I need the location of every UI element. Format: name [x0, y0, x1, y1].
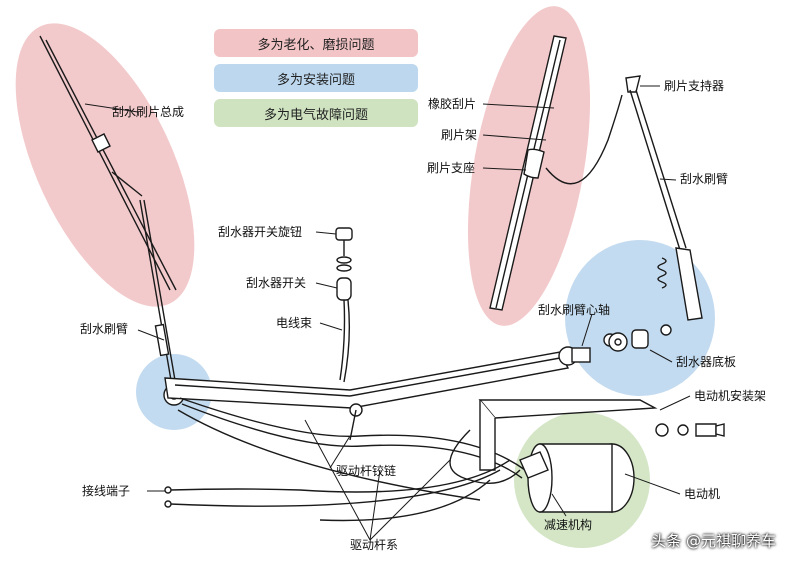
legend-aging-issues: 多为老化、磨损问题: [214, 29, 418, 57]
label-wiper-switch: 刮水器开关: [246, 276, 307, 290]
label-wiper-blade-assembly: 刮水刷片总成: [112, 105, 185, 119]
watermark: 头条 @元祺聊养车: [651, 532, 776, 550]
label-blade-seat: 刷片支座: [427, 161, 476, 175]
diagram-lines: [39, 35, 725, 522]
label-motor: 电动机: [684, 487, 721, 501]
label-switch-knob: 刮水器开关旋钮: [218, 225, 303, 239]
label-blade-holder: 刷片支持器: [664, 79, 725, 93]
label-motor-bracket: 电动机安装架: [694, 389, 767, 403]
leader-lines: [84, 85, 691, 541]
label-wiper-arm-left: 刮水刷臂: [80, 322, 129, 336]
label-wiper-arm-right: 刮水刷臂: [680, 172, 729, 186]
label-terminal: 接线端子: [82, 484, 131, 498]
label-arm-shaft: 刮水刷臂心轴: [538, 303, 611, 317]
legend-install-issues: 多为安装问题: [214, 64, 418, 92]
label-harness: 电线束: [276, 316, 313, 330]
label-base-plate: 刮水器底板: [676, 355, 737, 369]
aging-zone-left: [15, 23, 195, 307]
label-reducer: 减速机构: [544, 518, 593, 532]
label-rubber-blade: 橡胶刮片: [428, 97, 477, 111]
install-zone-right-shaft: [565, 240, 715, 396]
label-linkage-hinge: 驱动杆铰链: [336, 464, 397, 478]
label-linkage: 驱动杆系: [350, 538, 399, 552]
legend-electric-issues: 多为电气故障问题: [214, 99, 418, 127]
label-blade-frame: 刷片架: [441, 128, 478, 142]
